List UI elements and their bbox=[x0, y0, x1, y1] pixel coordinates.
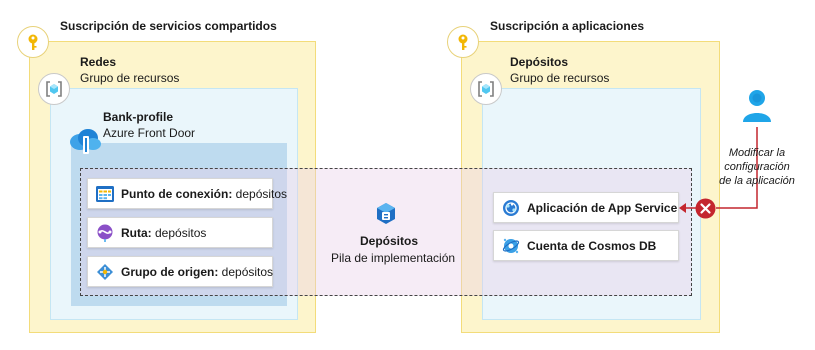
user-note-line-2: configuración bbox=[724, 161, 790, 173]
app-service-icon bbox=[502, 199, 520, 217]
resource-group-icon bbox=[478, 81, 494, 97]
endpoint-icon bbox=[96, 185, 114, 203]
cosmos-db-icon bbox=[502, 237, 520, 255]
shared-subscription-key bbox=[17, 26, 49, 58]
app-service-label: Aplicación de App Service bbox=[527, 200, 678, 215]
deposits-rg-icon-badge bbox=[470, 73, 502, 105]
key-icon bbox=[28, 34, 38, 50]
user-note-line-1: Modificar la bbox=[728, 147, 786, 159]
apps-subscription-title: Suscripción a aplicaciones bbox=[490, 19, 645, 33]
user-note: Modificar la configuración de la aplicac… bbox=[715, 146, 799, 188]
origin-group-label: Grupo de origen: bbox=[121, 264, 219, 279]
route-value: depósitos bbox=[151, 225, 207, 240]
origin-group-card: Grupo de origen: depósitos bbox=[87, 256, 273, 287]
apps-subscription-key bbox=[447, 26, 479, 58]
origin-group-icon bbox=[96, 263, 114, 281]
shared-subscription-title: Suscripción de servicios compartidos bbox=[60, 19, 277, 33]
app-service-card: Aplicación de App Service bbox=[493, 192, 679, 223]
route-card: Ruta: depósitos bbox=[87, 217, 273, 248]
endpoint-value: depósitos bbox=[232, 186, 288, 201]
resource-group-icon bbox=[46, 81, 62, 97]
endpoint-label: Punto de conexión: bbox=[121, 186, 233, 201]
front-door-subtitle: Azure Front Door bbox=[103, 126, 196, 140]
cosmos-db-card: Cuenta de Cosmos DB bbox=[493, 230, 679, 261]
user-note-line-3: de la aplicación bbox=[719, 175, 795, 187]
deployment-stack-icon bbox=[376, 202, 396, 231]
deployment-stack-title: Depósitos bbox=[360, 234, 419, 248]
deployment-stack-subtitle: Pila de implementación bbox=[331, 251, 456, 265]
networks-rg-title: Redes bbox=[80, 55, 117, 69]
front-door-icon bbox=[67, 126, 103, 163]
deposits-rg-subtitle: Grupo de recursos bbox=[510, 71, 610, 85]
networks-rg-subtitle: Grupo de recursos bbox=[80, 71, 180, 85]
user-icon bbox=[741, 88, 773, 129]
deposits-rg-title: Depósitos bbox=[510, 55, 569, 69]
front-door-title: Bank-profile bbox=[103, 110, 174, 124]
origin-group-value: depósitos bbox=[218, 264, 274, 279]
deny-icon bbox=[695, 198, 716, 224]
networks-rg-icon-badge bbox=[38, 73, 70, 105]
endpoint-card: Punto de conexión: depósitos bbox=[87, 178, 287, 209]
route-icon bbox=[96, 224, 114, 242]
cosmos-db-label: Cuenta de Cosmos DB bbox=[527, 238, 657, 253]
route-label: Ruta: bbox=[121, 225, 152, 240]
key-icon bbox=[458, 34, 468, 50]
